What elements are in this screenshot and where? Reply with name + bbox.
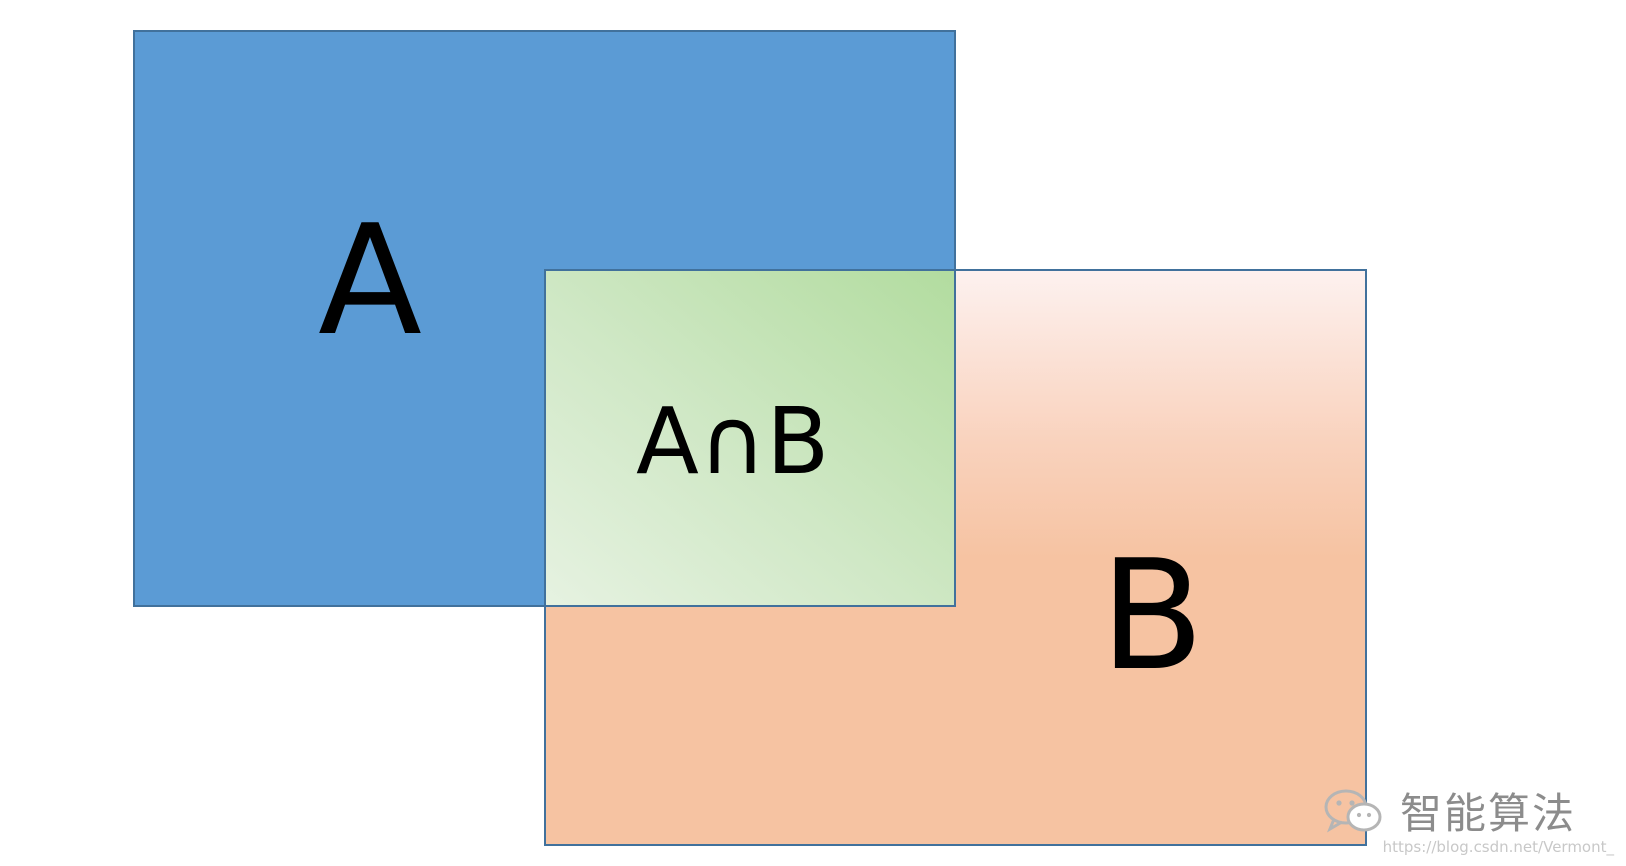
- wechat-icon: [1324, 789, 1382, 832]
- intersection-label: A∩B: [636, 388, 830, 495]
- set-b-label: B: [1100, 527, 1205, 704]
- set-a-label: A: [318, 192, 422, 369]
- watermark: 智能算法: [1322, 780, 1576, 841]
- intersection-region: [544, 269, 956, 607]
- watermark-text: 智能算法: [1400, 789, 1577, 838]
- source-url: https://blog.csdn.net/Vermont_: [1382, 838, 1614, 856]
